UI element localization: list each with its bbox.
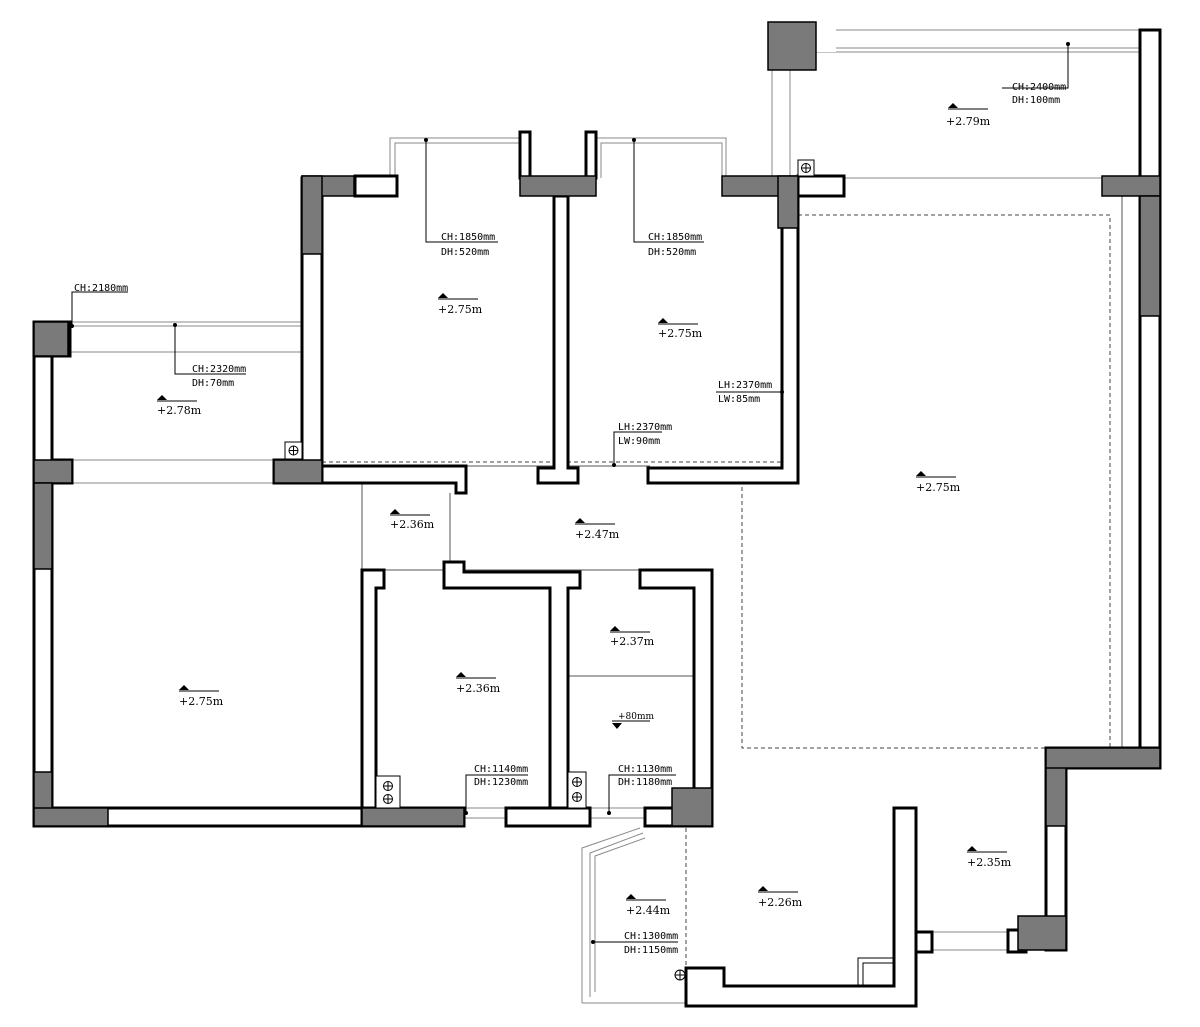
leader-lines <box>70 42 1070 944</box>
level-bath-right-upper: +2.37m <box>610 635 655 648</box>
shaft-symbols <box>284 159 895 987</box>
bath-left-window-dh: DH:1230mm <box>474 777 528 788</box>
bath-left-window-ch: CH:1140mm <box>474 764 528 775</box>
level-marker-living-right: +2.75m <box>916 471 961 494</box>
level-kitchen-left: +2.44m <box>626 904 671 917</box>
level-marker-bed1: +2.75m <box>438 293 483 316</box>
level-marker-kitchen-right: +2.26m <box>758 886 803 909</box>
kitchen-window-ch: CH:1300mm <box>624 931 678 942</box>
bed2-light-bottom-lh: LH:2370mm <box>618 422 672 433</box>
level-kitchen-right: +2.26m <box>758 896 803 909</box>
bath-right-window-ch: CH:1130mm <box>618 764 672 775</box>
level-balcony-left: +2.78m <box>157 404 202 417</box>
level-marker-balcony-left: +2.78m <box>157 395 202 417</box>
level-marker-bath-right-upper: +2.37m <box>610 626 655 648</box>
level-marker-bath-right-step: +80mm <box>612 712 655 729</box>
level-markers: +2.79m +2.75m +2.75m +2.78m +2.75m <box>157 103 1012 917</box>
left-top-window-ch: CH:2180mm <box>74 283 128 294</box>
level-bedroom-top-left: +2.75m <box>438 303 483 316</box>
bed2-light-bottom-lw: LW:90mm <box>618 436 660 447</box>
top-right-window-ch: CH:2400mm <box>1012 82 1066 93</box>
level-living-left: +2.75m <box>179 695 224 708</box>
level-marker-kitchen-left: +2.44m <box>626 894 671 917</box>
level-marker-bed2: +2.75m <box>658 318 703 340</box>
dashed-lines <box>322 214 1111 975</box>
level-marker-balcony-top-right: +2.79m <box>946 103 991 128</box>
left-balcony-window-dh: DH:70mm <box>192 378 234 389</box>
bed1-window-dh: DH:520mm <box>441 247 489 258</box>
bath-right-window-dh: DH:1180mm <box>618 777 672 788</box>
columns <box>33 21 1161 951</box>
bed1-window-ch: CH:1850mm <box>441 232 495 243</box>
kitchen-window-dh: DH:1150mm <box>624 945 678 956</box>
top-right-window-dh: DH:100mm <box>1012 95 1060 106</box>
level-living-right: +2.75m <box>916 481 961 494</box>
annotations: CH:2400mm DH:100mm CH:1850mm DH:520mm CH… <box>74 82 1066 956</box>
level-marker-entry: +2.35m <box>967 846 1012 869</box>
level-bedroom-top-mid: +2.75m <box>658 327 703 340</box>
window-lines <box>70 29 1140 1004</box>
level-marker-living-left: +2.75m <box>179 685 224 708</box>
level-bath-right-step: +80mm <box>618 712 655 722</box>
level-marker-corridor-center: +2.47m <box>575 518 620 541</box>
level-corridor-center: +2.47m <box>575 528 620 541</box>
bed2-light-right-lw: LW:85mm <box>718 394 760 405</box>
level-marker-bath-left: +2.36m <box>456 672 501 695</box>
level-corridor-left: +2.36m <box>390 518 435 531</box>
left-balcony-window-ch: CH:2320mm <box>192 364 246 375</box>
level-entry: +2.35m <box>967 856 1012 869</box>
bed2-light-right-lh: LH:2370mm <box>718 380 772 391</box>
level-bath-left: +2.36m <box>456 682 501 695</box>
level-balcony-top-right: +2.79m <box>946 115 991 128</box>
bed2-window-dh: DH:520mm <box>648 247 696 258</box>
bed2-window-ch: CH:1850mm <box>648 232 702 243</box>
level-marker-corridor-left: +2.36m <box>390 509 435 531</box>
